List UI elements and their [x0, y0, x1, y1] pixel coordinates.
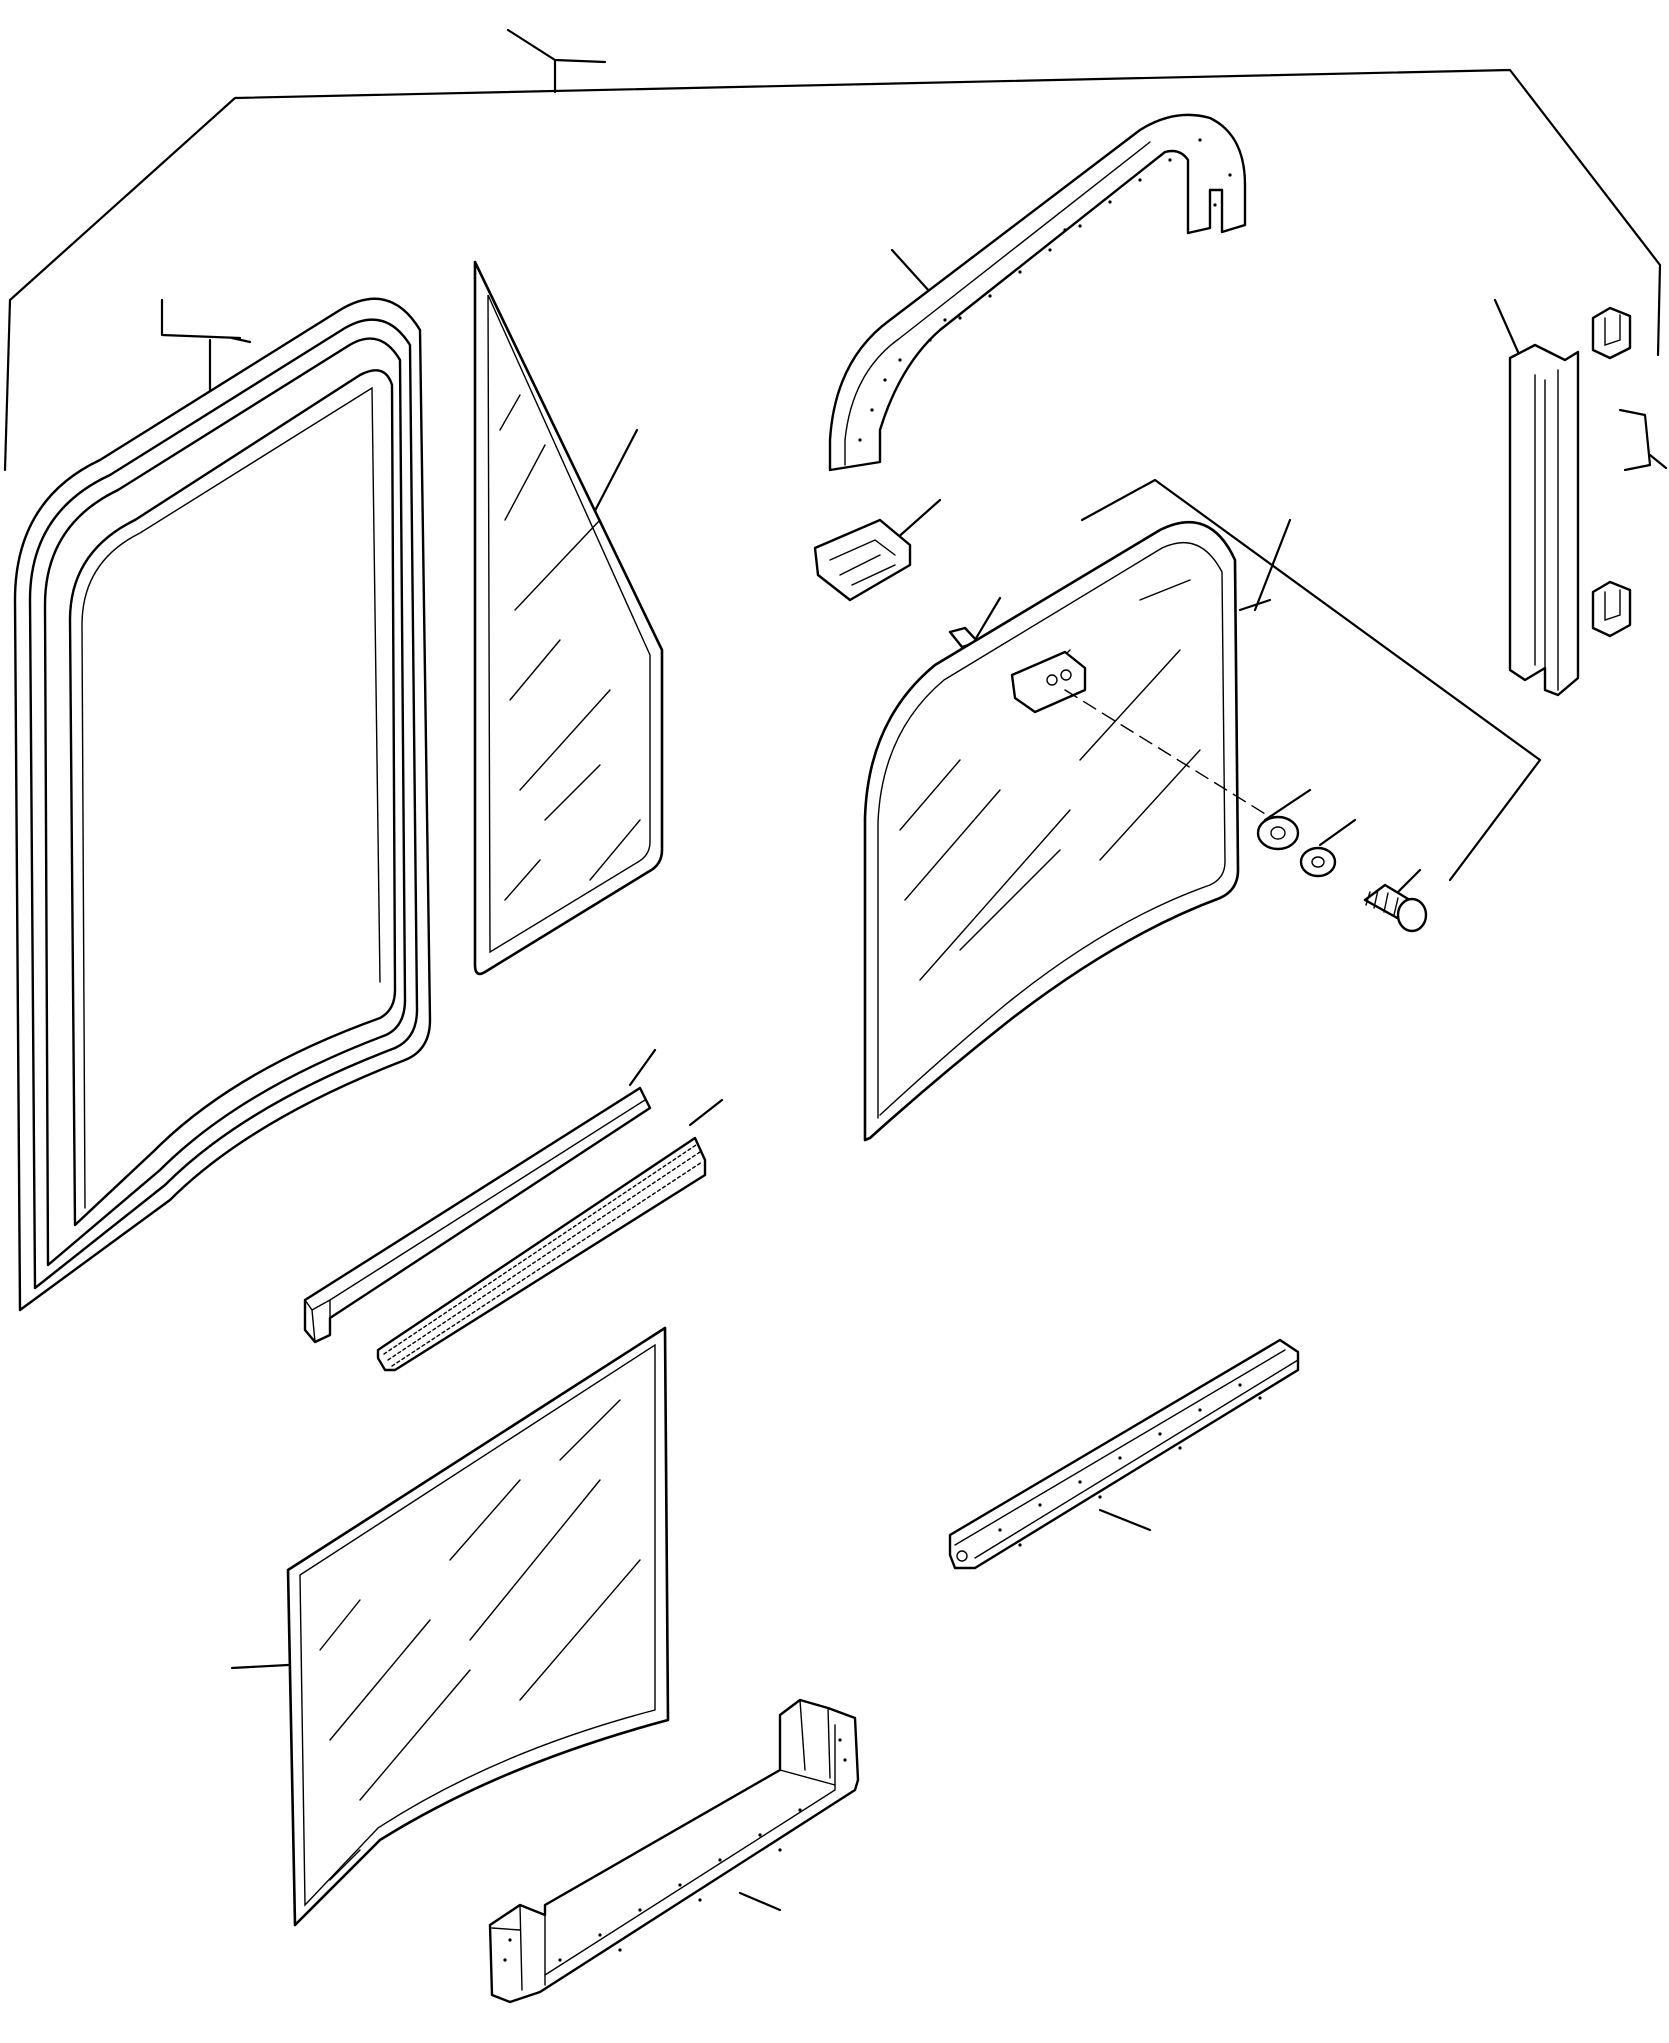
- latch-clip-detail: [829, 539, 896, 586]
- latch-block-hole-2: [1060, 669, 1072, 681]
- frame-callout-leader: [160, 298, 242, 340]
- upper-weatherstrip: [828, 113, 1247, 472]
- rail-leader: [628, 1048, 657, 1087]
- bottom-channel-leader: [738, 1891, 782, 1912]
- brush-seal: [376, 1136, 707, 1372]
- foam-strip: [948, 1338, 1300, 1570]
- corner-glass-inner: [487, 294, 651, 954]
- frame-callout-tick: [230, 336, 252, 344]
- sliding-glass-inner: [877, 541, 1226, 1119]
- arch-strip-body: [828, 113, 1247, 472]
- u-channel-stipple: [503, 1738, 847, 1962]
- channel-body: [1508, 343, 1580, 697]
- channel-clip-top-slot: [1604, 314, 1621, 346]
- lower-glass-reflections: [319, 1399, 641, 1881]
- washer: [1299, 846, 1337, 878]
- top-callout-leader: [506, 28, 607, 64]
- frame-inner-opening: [68, 369, 397, 1227]
- sliding-glass-leader-b: [1238, 598, 1272, 612]
- frame-inner-lip: [81, 386, 381, 1209]
- screw-threads: [1365, 889, 1399, 916]
- washer-bore: [1311, 856, 1325, 868]
- latch-block-hole-1: [1046, 674, 1058, 686]
- sliding-glass-leader-a: [1253, 518, 1292, 612]
- clips-bracket-tick: [1648, 453, 1668, 470]
- latch-clip-body: [813, 518, 912, 602]
- weatherstrip-leader: [890, 248, 932, 294]
- guide-rail-end: [304, 1299, 331, 1343]
- spacer-leader: [1263, 788, 1312, 822]
- channel-clip-top: [1591, 306, 1632, 360]
- washer-leader: [1318, 818, 1357, 847]
- sliding-glass-reflections: [899, 579, 1201, 981]
- screw-head: [1396, 897, 1428, 933]
- leader-lines: [3, 28, 1668, 1912]
- rail-channel: [1508, 343, 1580, 697]
- corner-glass-outer: [473, 260, 664, 976]
- glass-group-bracket: [1080, 478, 1542, 882]
- rail-channel-leader: [1493, 298, 1520, 354]
- lower-glass-outer: [286, 1326, 670, 1927]
- bottom-channel: [488, 1698, 860, 2004]
- corner-glass-reflections: [499, 394, 641, 901]
- u-channel-inner-wall: [544, 1769, 836, 1986]
- foam-strip-end-hole: [956, 1550, 968, 1562]
- corner-glass: [473, 260, 664, 976]
- sliding-glass: [863, 521, 1276, 1142]
- arch-strip-edge: [844, 141, 1151, 466]
- channel-clips: [1591, 306, 1632, 638]
- latch-clip: [813, 518, 912, 602]
- foam-strip-stipple: [998, 1383, 1262, 1547]
- window-frame-seal: [13, 297, 432, 1312]
- foam-strip-leader: [1098, 1508, 1152, 1532]
- channel-clip-bottom: [1591, 580, 1632, 638]
- lower-glass-leader: [230, 1663, 290, 1670]
- clips-bracket: [1618, 408, 1652, 472]
- channel-clip-bottom-slot: [1604, 589, 1621, 621]
- lower-glass: [286, 1326, 670, 1927]
- brush-leader: [688, 1098, 724, 1127]
- main-bracket-line: [3, 68, 1662, 472]
- spacer-bore: [1270, 826, 1286, 840]
- foam-strip-body: [948, 1338, 1300, 1570]
- latch-clip-leader: [893, 498, 942, 542]
- screw-leader: [1393, 868, 1422, 897]
- brush-seal-bristles: [383, 1144, 703, 1367]
- u-channel-right-end: [799, 1699, 831, 1779]
- screw: [1363, 883, 1428, 933]
- foam-strip-edge: [954, 1349, 1299, 1559]
- glass-latch-block: [1010, 650, 1087, 714]
- fastener-axis-dash: [1064, 689, 1276, 821]
- spacer: [1256, 815, 1300, 851]
- u-channel-inner-base: [544, 1724, 836, 1976]
- arch-stipple: [858, 138, 1232, 442]
- spacer-body: [1256, 815, 1300, 851]
- u-channel-left-end: [491, 1904, 523, 1991]
- guide-rail: [303, 1086, 652, 1344]
- washer-body: [1299, 846, 1337, 878]
- lower-glass-inner: [299, 1343, 656, 1907]
- pin-leader: [973, 596, 1002, 642]
